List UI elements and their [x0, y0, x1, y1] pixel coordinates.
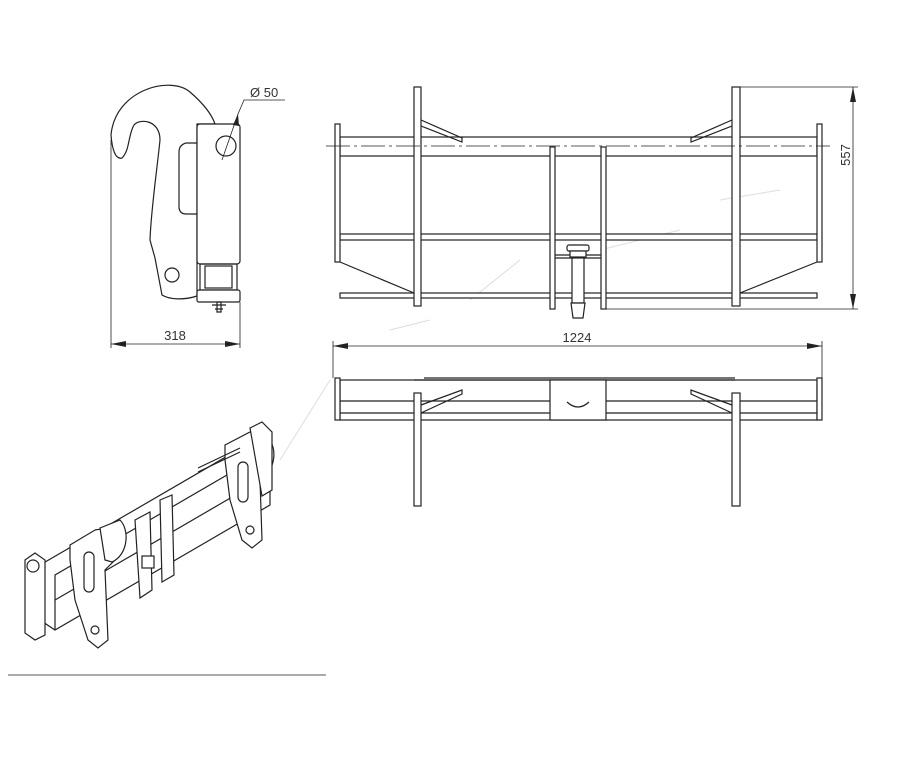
- lock-pin: [212, 301, 226, 313]
- hook-body: [196, 123, 241, 265]
- dimension-line-557: [606, 86, 858, 310]
- lock-handle: [566, 401, 590, 408]
- side-plate-right: [731, 86, 741, 307]
- dimension-line-318: [110, 140, 241, 348]
- side-plate-left: [413, 86, 422, 307]
- middle-bar: [339, 233, 818, 241]
- center-block: [549, 379, 607, 421]
- side-plate-right: [731, 392, 741, 507]
- center-plate: [134, 511, 153, 600]
- width-dimension: 318: [164, 328, 186, 343]
- top-view: [334, 377, 823, 507]
- center-post-left: [549, 146, 556, 310]
- pin-hole: [215, 135, 237, 157]
- arrow-icon: [111, 341, 240, 347]
- watermark: [279, 189, 781, 461]
- front-view: 557: [326, 86, 858, 319]
- lock: [141, 555, 155, 569]
- side-view: 318 Ø 50: [110, 84, 285, 348]
- length-dimension: 1224: [563, 330, 592, 345]
- isometric-view: [24, 421, 275, 649]
- center-post-right: [600, 146, 607, 310]
- length-dimension-group: 1224: [332, 330, 823, 378]
- hole-dimension: Ø 50: [250, 85, 278, 100]
- top-gussets: [420, 119, 733, 143]
- end-plate-left: [334, 123, 341, 263]
- end-plate: [24, 552, 46, 641]
- top-bar: [339, 136, 818, 157]
- hook-plate: [110, 84, 216, 300]
- gussets: [420, 389, 733, 414]
- dimension-line-1224: [332, 341, 823, 378]
- end-plate-right: [816, 123, 823, 263]
- hole-leader: [221, 99, 285, 161]
- bottom-gussets: [339, 261, 818, 294]
- slot: [178, 142, 197, 215]
- lower-hole: [164, 267, 180, 283]
- lock-pin: [571, 257, 585, 304]
- side-plate-left: [413, 392, 422, 507]
- lock-handle: [566, 244, 590, 252]
- height-dimension: 557: [838, 144, 853, 166]
